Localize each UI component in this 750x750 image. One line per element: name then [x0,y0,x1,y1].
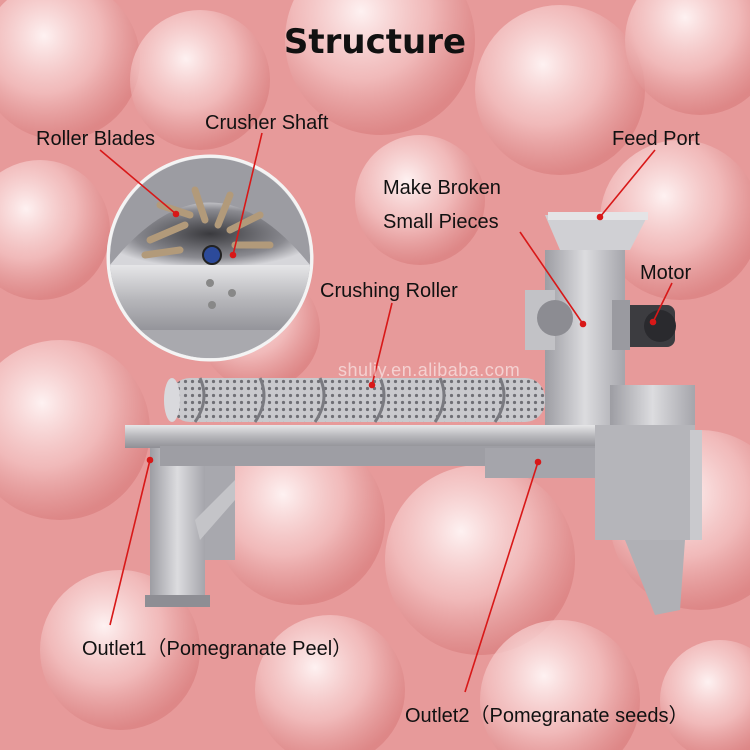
label-motor: Motor [640,262,692,284]
page-title: Structure [283,22,467,62]
pointer-crushing-roller-dot [368,381,376,389]
watermark: shuliy.en.alibaba.com [338,360,521,380]
label-crusher-shaft: Crusher Shaft [205,112,329,134]
pointer-roller-blades-dot [172,210,180,218]
pointer-make-broken [519,231,584,325]
label-outlet1: Outlet1（Pomegranate Peel） [82,638,353,660]
pointer-outlet2 [464,461,539,693]
label-make-broken-line1: Make Broken [383,177,501,199]
pointer-feed-port-dot [596,213,604,221]
label-crushing-roller: Crushing Roller [320,280,458,302]
label-outlet2: Outlet2（Pomegranate seeds） [405,705,689,727]
roller-inset [106,154,314,362]
pointer-outlet1-dot [146,456,154,464]
label-make-broken-line2: Small Pieces [383,211,499,233]
pointer-motor-dot [649,318,657,326]
pointer-motor [652,282,673,323]
pointer-crusher-shaft-dot [229,251,237,259]
label-feed-port: Feed Port [612,128,700,150]
pointer-make-broken-dot [579,320,587,328]
pointer-feed-port [599,149,656,218]
pointer-crusher-shaft [232,132,263,256]
machine [125,212,702,615]
pointer-crushing-roller [371,302,393,386]
label-roller-blades: Roller Blades [36,128,155,150]
pointer-roller-blades [99,149,177,215]
pointer-outlet1 [109,459,151,626]
pointer-outlet2-dot [534,458,542,466]
